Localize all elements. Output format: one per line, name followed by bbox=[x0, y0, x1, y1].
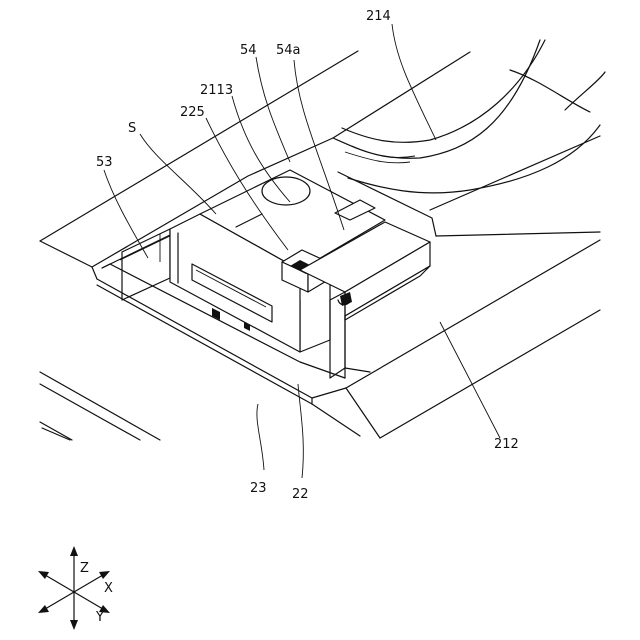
axis-label-y: Y bbox=[95, 610, 104, 625]
label-54: 54 bbox=[240, 43, 257, 58]
label-53: 53 bbox=[96, 155, 113, 170]
label-54a: 54a bbox=[276, 43, 301, 58]
label-s: S bbox=[128, 121, 136, 136]
axes-indicator: Z X Y bbox=[38, 546, 113, 630]
label-214: 214 bbox=[366, 9, 391, 24]
axis-label-x: X bbox=[104, 581, 113, 596]
label-212: 212 bbox=[494, 437, 519, 452]
axis-label-z: Z bbox=[80, 561, 89, 576]
label-23: 23 bbox=[250, 481, 267, 496]
label-225: 225 bbox=[180, 105, 205, 120]
label-2113: 2113 bbox=[200, 83, 233, 98]
axis-x-arrow bbox=[99, 571, 110, 579]
axis-y-neg-arrow bbox=[38, 571, 49, 579]
axis-x-neg-arrow bbox=[38, 605, 49, 613]
sheet-214 bbox=[333, 40, 605, 163]
axis-z-neg-arrow bbox=[70, 620, 78, 630]
base-plate bbox=[40, 279, 360, 440]
axis-z-arrow bbox=[70, 546, 78, 556]
label-22: 22 bbox=[292, 487, 309, 502]
